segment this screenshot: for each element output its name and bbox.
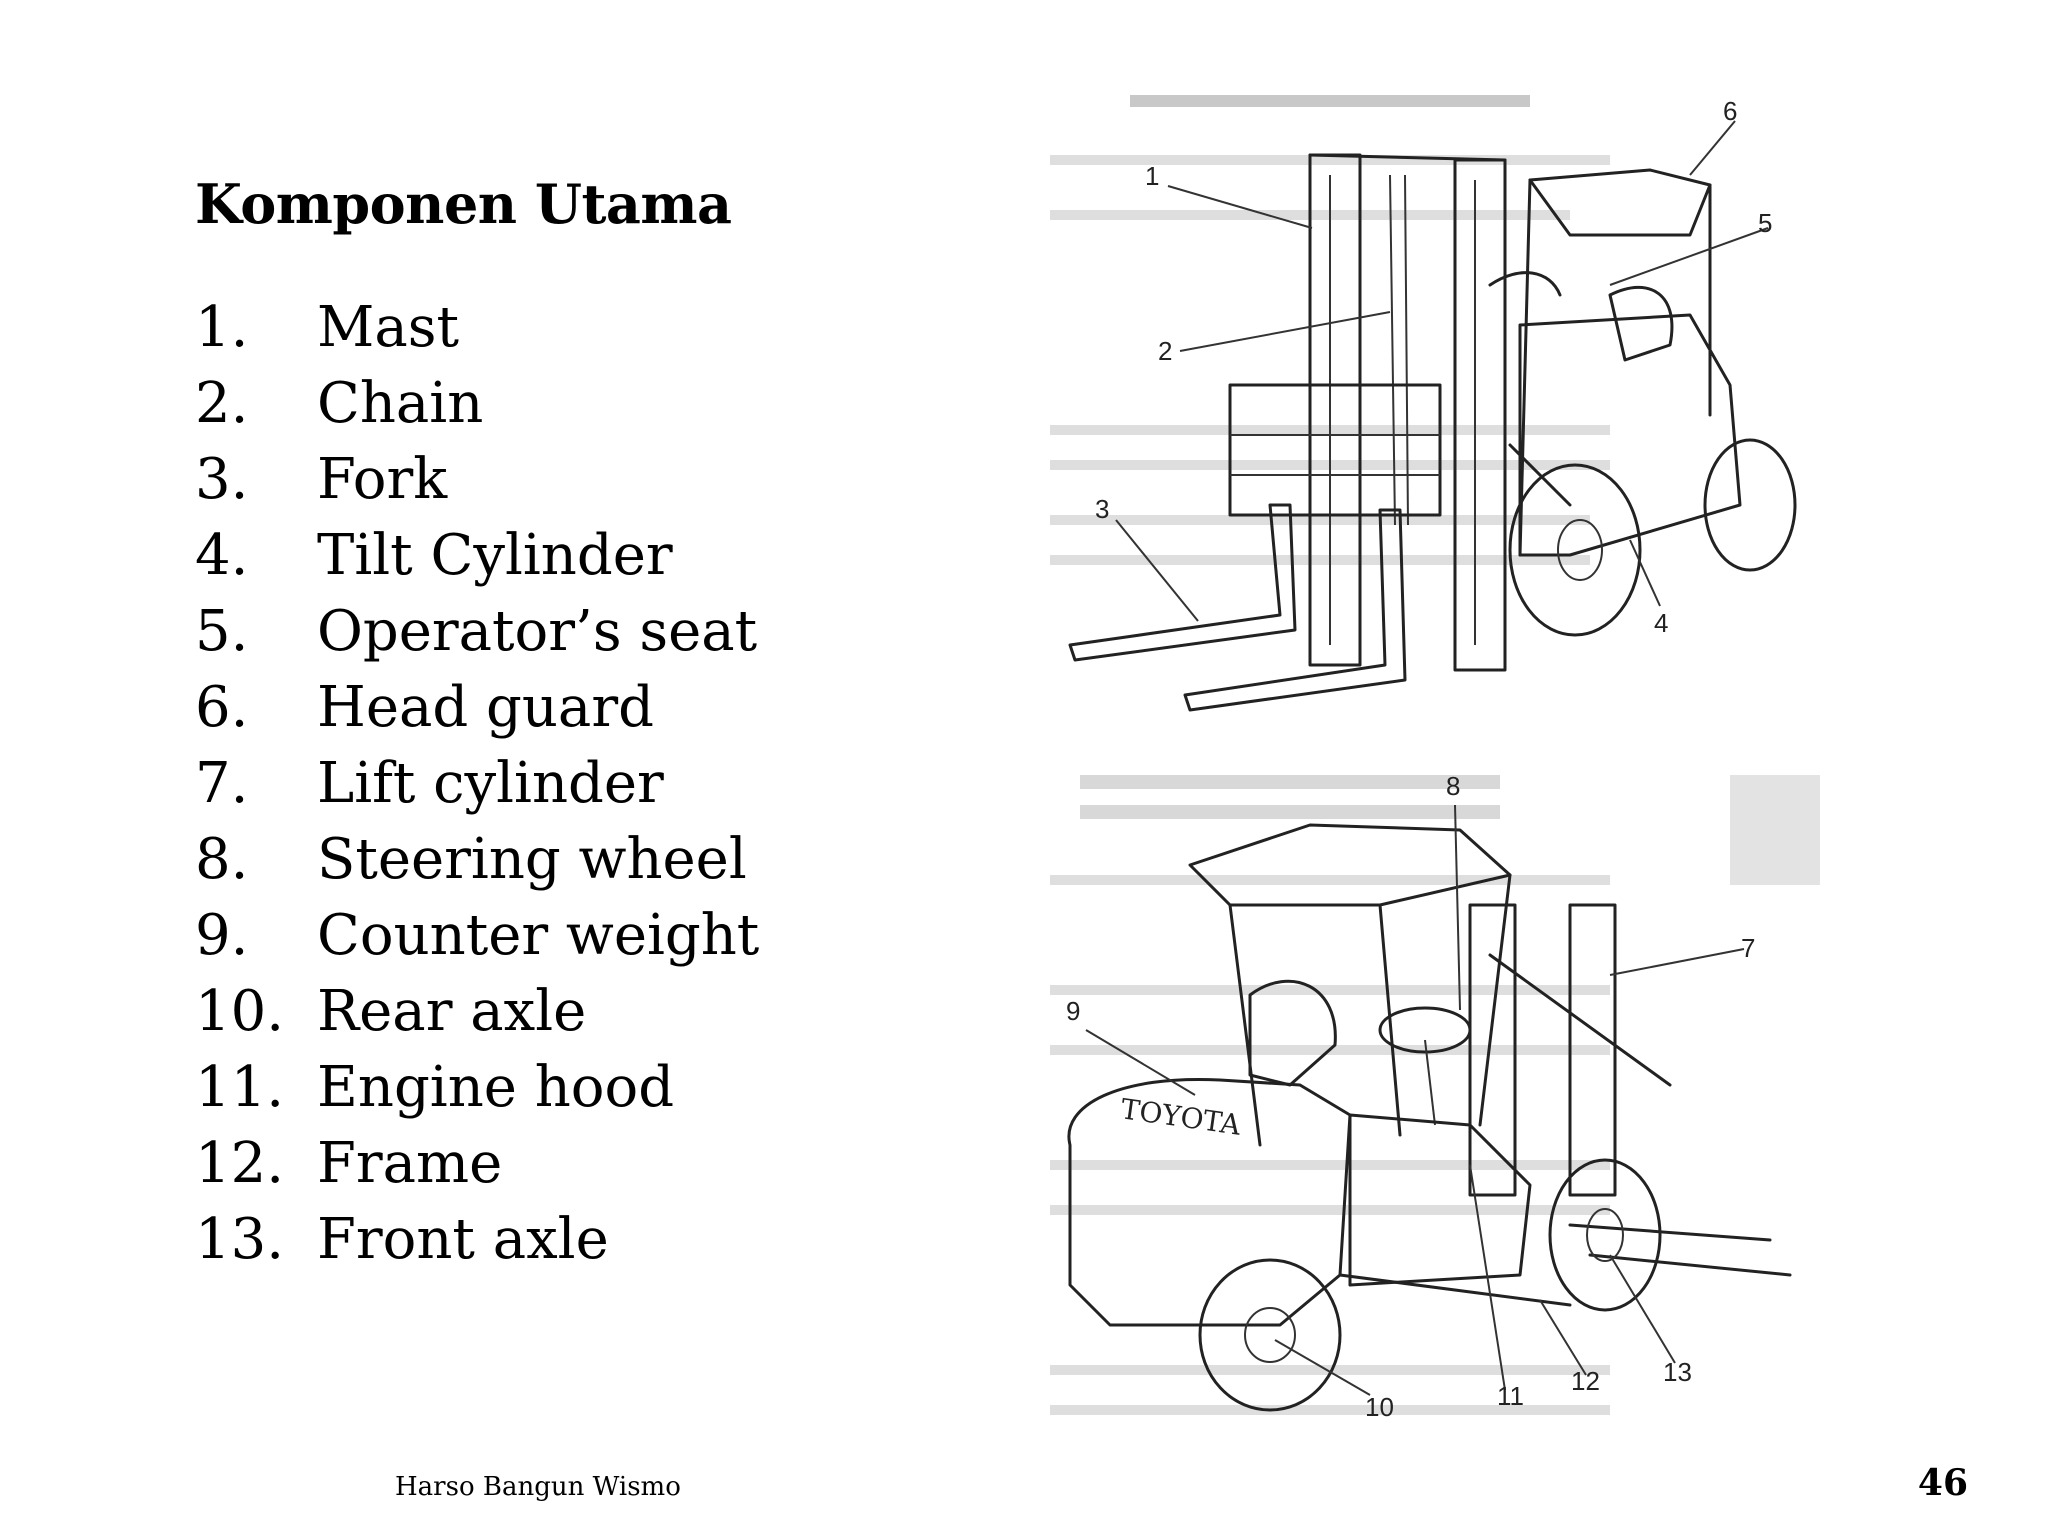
- forklift-rear-view: TOYOTA: [1067, 804, 1792, 1412]
- callout-13: 13: [1663, 1357, 1692, 1387]
- brand-logo: TOYOTA: [1119, 1092, 1244, 1142]
- forklift-diagram: 1 2 3 4 5 6 TOYOTA: [1050, 85, 1950, 1445]
- callout-4: 4: [1654, 608, 1668, 638]
- list-item: 12.Frame: [195, 1131, 503, 1196]
- list-item: 4.Tilt Cylinder: [195, 523, 673, 588]
- callout-1: 1: [1145, 161, 1159, 191]
- list-item: 9.Counter weight: [195, 903, 760, 968]
- callout-6: 6: [1723, 96, 1737, 126]
- callout-9: 9: [1066, 996, 1080, 1026]
- component-list: 1.Mast 2.Chain 3.Fork 4.Tilt Cylinder 5.…: [195, 290, 759, 1278]
- list-item: 10.Rear axle: [195, 979, 587, 1044]
- callout-7: 7: [1741, 933, 1755, 963]
- author-footer: Harso Bangun Wismo: [395, 1472, 681, 1502]
- forklift-front-view: [1068, 120, 1797, 712]
- callout-2: 2: [1158, 336, 1172, 366]
- forklift-illustration: 1 2 3 4 5 6 TOYOTA: [1050, 95, 1820, 1422]
- callout-3: 3: [1095, 494, 1109, 524]
- list-item: 11.Engine hood: [195, 1055, 675, 1120]
- list-item: 7.Lift cylinder: [195, 751, 664, 816]
- callout-11: 11: [1497, 1381, 1524, 1411]
- page-title: Komponen Utama: [195, 172, 732, 236]
- list-item: 5.Operator’s seat: [195, 599, 758, 664]
- list-item: 2.Chain: [195, 371, 484, 436]
- callout-12: 12: [1571, 1366, 1600, 1396]
- list-item: 8.Steering wheel: [195, 827, 747, 892]
- callout-5: 5: [1758, 208, 1772, 238]
- bleed-through-text: [1050, 95, 1820, 1415]
- page-number: 46: [1917, 1462, 1968, 1504]
- list-item: 13.Front axle: [195, 1207, 609, 1272]
- list-item: 1.Mast: [195, 295, 459, 360]
- callout-8: 8: [1446, 771, 1460, 801]
- list-item: 3.Fork: [195, 447, 448, 512]
- callout-10: 10: [1365, 1392, 1394, 1422]
- list-item: 6.Head guard: [195, 675, 654, 740]
